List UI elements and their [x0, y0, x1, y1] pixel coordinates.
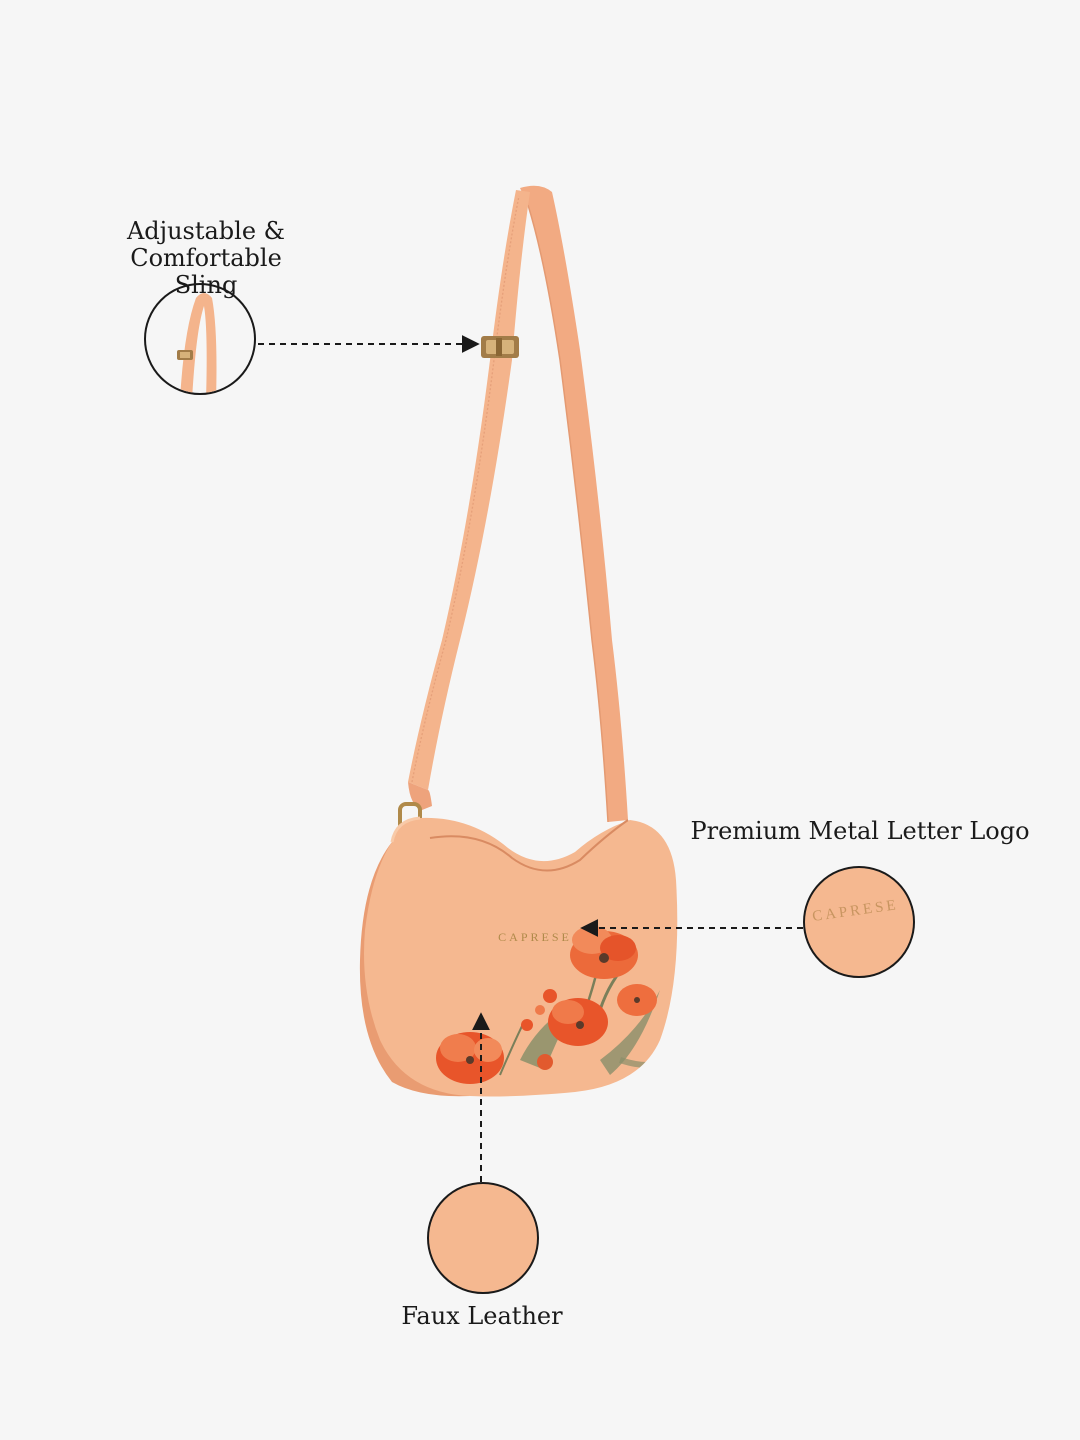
logo-detail-circle	[803, 866, 915, 978]
logo-feature-label: Premium Metal Letter Logo	[690, 817, 1030, 845]
bag-strap	[408, 185, 628, 823]
leather-detail-circle	[427, 1182, 539, 1294]
sling-feature-label-line2: Sling	[174, 271, 238, 299]
bag-body: CAPRESE	[359, 816, 678, 1097]
sling-feature-label-line1: Adjustable & Comfortable	[126, 217, 286, 272]
callout-logo: CAPRESE	[580, 866, 915, 978]
sling-feature-label: Adjustable & Comfortable Sling	[50, 218, 362, 299]
callout-sling	[144, 283, 480, 395]
sling-detail-zoom	[177, 293, 217, 393]
strap-buckle	[481, 336, 519, 358]
callout-leather	[427, 1012, 539, 1294]
sling-detail-circle	[144, 283, 256, 395]
leather-feature-label: Faux Leather	[401, 1302, 563, 1330]
bag-logo-text: CAPRESE	[498, 930, 572, 944]
floral-print	[436, 926, 672, 1084]
